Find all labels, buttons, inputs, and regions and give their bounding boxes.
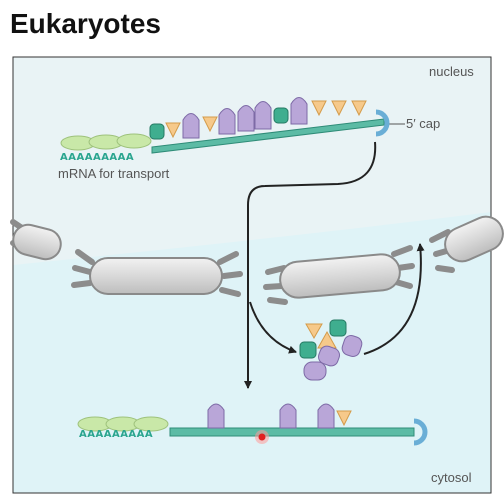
poly-a-tail <box>60 133 152 151</box>
export-arrow <box>244 141 377 389</box>
cytosol-bound-proteins <box>207 403 352 429</box>
released-proteins <box>299 319 363 381</box>
poly-a-sequence: AAAAAAAAA <box>60 152 134 163</box>
cytosol-label: cytosol <box>431 470 472 485</box>
nucleus-region <box>13 57 491 265</box>
nucleus-label: nucleus <box>429 64 474 79</box>
cytosol-poly-a-sequence: AAAAAAAAA <box>79 429 153 440</box>
nuclear-pore-complex-center-left <box>71 249 243 297</box>
five-prime-cap <box>375 109 390 137</box>
nuclear-pore-complex-center-right <box>263 245 415 305</box>
nuclear-pore-complex-right <box>429 215 504 273</box>
cytosol-mrna-strand <box>169 427 415 437</box>
panel-border <box>12 56 492 494</box>
mrna-transport-label: mRNA for transport <box>58 166 170 181</box>
bound-proteins <box>149 97 367 140</box>
cytosol-poly-a-tail <box>77 416 169 432</box>
protein-reimport-arrow <box>363 243 425 355</box>
cytosolic-mrna-complex: AAAAAAAAA <box>77 403 428 446</box>
cap-label: 5′ cap <box>406 116 440 131</box>
nuclear-mrna-complex: AAAAAAAAA <box>60 97 405 163</box>
cytosol-five-prime-cap <box>413 418 428 446</box>
nuclear-pore-complex-left <box>10 219 62 261</box>
mrna-strand <box>151 118 385 154</box>
nuclear-envelope <box>10 215 504 305</box>
page-title: Eukaryotes <box>10 8 161 39</box>
red-marker <box>255 430 269 444</box>
protein-release-arrow <box>249 301 297 354</box>
